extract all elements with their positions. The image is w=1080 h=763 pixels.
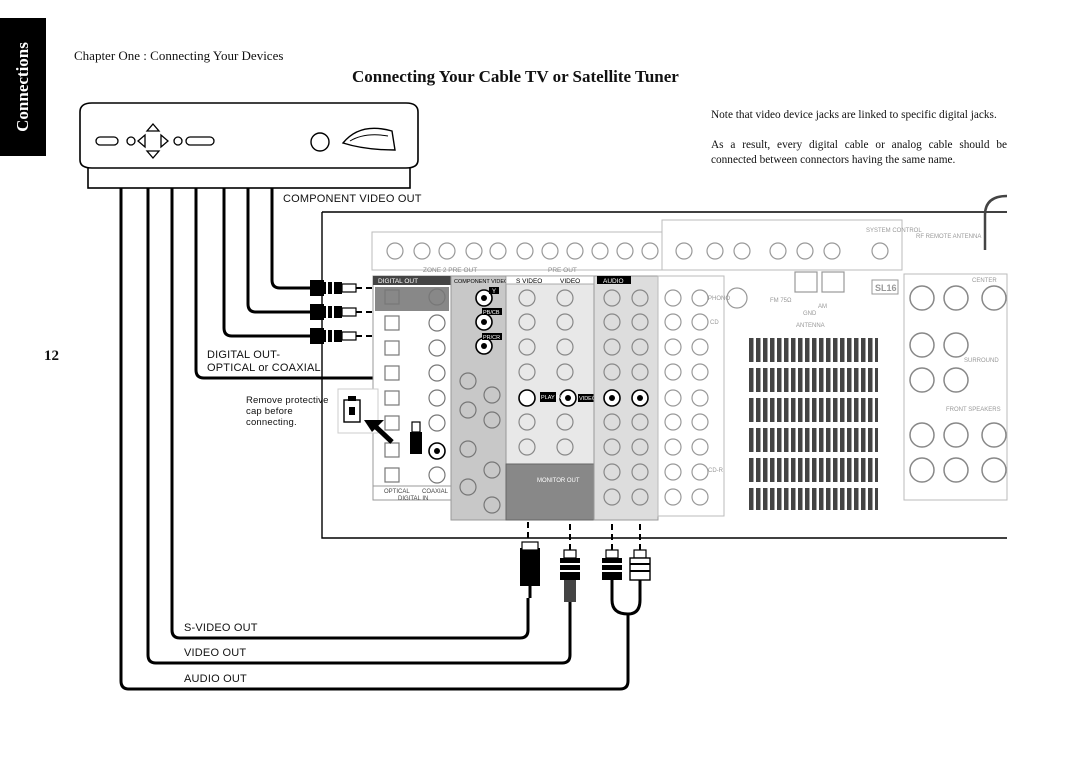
pr-label: PR/CR	[483, 335, 500, 341]
surround-speaker-label: SURROUND	[964, 358, 999, 364]
optical-cap-icon	[337, 388, 379, 434]
component-video-label: COMPONENT VIDEO	[454, 279, 509, 285]
remove-cap-instruction: Remove protective cap before connecting.	[246, 395, 329, 428]
component-video-out-label: COMPONENT VIDEO OUT	[283, 193, 422, 205]
note-paragraph-1: Note that video device jacks are linked …	[711, 109, 997, 121]
heatsink-row-4	[748, 428, 878, 452]
tuner-knob-icon	[310, 132, 330, 152]
video-plug	[560, 549, 580, 602]
tuner-direction-pad-icon	[137, 123, 169, 159]
phono-label: PHONO	[708, 296, 730, 302]
monitor-out-label: MONITOR OUT	[537, 478, 580, 484]
page-title: Connecting Your Cable TV or Satellite Tu…	[352, 67, 679, 86]
optical-label: OPTICAL	[384, 489, 410, 495]
rf-antenna-wire	[983, 194, 1008, 250]
gnd-label: GND	[803, 311, 817, 317]
component-plugs	[310, 280, 357, 344]
play-in-label: PLAY IN	[541, 395, 562, 401]
digital-out-optical-label: OPTICAL or COAXIAL	[207, 362, 321, 374]
heatsink-row-6	[748, 488, 878, 510]
video2-label: VIDEO2	[579, 396, 599, 402]
y-label: Y	[492, 289, 496, 295]
s-video-in-jack	[518, 389, 536, 407]
pre-out-label: PRE OUT	[548, 267, 577, 274]
heatsink-row-5	[748, 458, 878, 482]
center-speaker-label: CENTER	[972, 278, 997, 284]
heatsink-row-1	[748, 338, 878, 362]
am-label: AM	[818, 304, 827, 310]
tuner-card-slot-icon	[341, 127, 396, 151]
page-number: 12	[44, 348, 59, 364]
system-control-label: SYSTEM CONTROL	[866, 228, 922, 234]
front-speakers-label: FRONT SPEAKERS	[946, 407, 1001, 413]
digital-out-label-text: DIGITAL OUT-	[207, 349, 281, 361]
model-label: SL16	[875, 283, 897, 293]
chapter-heading: Chapter One : Connecting Your Devices	[74, 48, 284, 63]
antenna-label: ANTENNA	[796, 323, 825, 329]
heatsink-row-2	[748, 368, 878, 392]
rf-remote-label: RF REMOTE ANTENNA	[916, 234, 981, 240]
heatsink-row-3	[748, 398, 878, 422]
s-video-plug	[520, 541, 540, 598]
tuner-right-button	[185, 136, 215, 146]
cd-r-label: CD-R	[708, 468, 724, 474]
s-video-out-label: S-VIDEO OUT	[184, 622, 258, 634]
coaxial-plug	[410, 421, 422, 454]
tuner-left-button	[95, 136, 119, 146]
digital-out-label: DIGITAL OUT	[378, 278, 418, 285]
audio-out-label: AUDIO OUT	[184, 673, 247, 685]
insert-arrow-icon	[364, 420, 394, 444]
cable-bundle	[119, 188, 630, 691]
zone2-pre-out-label: ZONE 2 PRE OUT	[423, 267, 477, 274]
receiver-rear-panel: ZONE 2 PRE OUT PRE OUT DIGITAL OUT OPTIC…	[321, 194, 1008, 539]
audio-label: AUDIO	[603, 278, 624, 285]
video-label: VIDEO	[560, 278, 580, 285]
tuner-device	[79, 102, 419, 189]
pb-label: PB/CB	[483, 310, 500, 316]
note-paragraph-2: As a result, every digital cable or anal…	[711, 139, 1007, 166]
audio-plugs	[602, 549, 651, 616]
section-tab: Connections	[0, 18, 46, 156]
cd-label: CD	[710, 320, 719, 326]
video-out-label: VIDEO OUT	[184, 647, 247, 659]
digital-in-label: DIGITAL IN	[398, 496, 428, 502]
s-video-label: S VIDEO	[516, 278, 542, 285]
fm-label: FM 75Ω	[770, 298, 792, 304]
coaxial-label: COAXIAL	[422, 489, 449, 495]
